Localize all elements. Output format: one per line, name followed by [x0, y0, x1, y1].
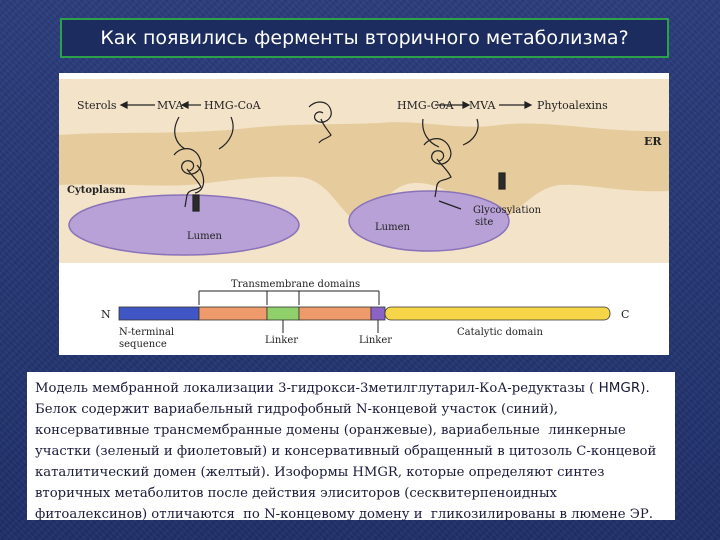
slide-title-text: Как появились ферменты вторичного метабо… [100, 27, 628, 49]
label-glycosylation-2: site [475, 217, 493, 228]
label-transmembrane-domains: Transmembrane domains [231, 279, 360, 290]
label-n-terminal-1: N-terminal [119, 327, 174, 338]
transmembrane-segment-2 [299, 307, 371, 320]
label-catalytic-domain: Catalytic domain [457, 327, 544, 338]
domain-bar [119, 307, 610, 320]
slide-title: Как появились ферменты вторичного метабо… [60, 18, 669, 58]
label-n-terminal-2: sequence [119, 339, 167, 350]
label-lumen-left: Lumen [187, 231, 222, 242]
label-phytoalexins: Phytoalexins [537, 99, 608, 112]
label-lumen-right: Lumen [375, 222, 410, 233]
label-mva-right: MVA [469, 99, 496, 112]
caption-hmgr: HMGR). [594, 380, 650, 396]
figure-svg: Sterols MVA HMG-CoA HMG-CoA MVA Phytoale… [59, 73, 669, 355]
caption-part-1: Модель мембранной локализации 3-гидрокси… [35, 381, 594, 396]
hmgr-membrane-figure: Sterols MVA HMG-CoA HMG-CoA MVA Phytoale… [59, 73, 669, 355]
label-hmgcoa-left: HMG-CoA [204, 99, 262, 112]
label-linker-1: Linker [265, 335, 298, 346]
n-terminal-segment [119, 307, 199, 320]
label-linker-2: Linker [359, 335, 392, 346]
figure-caption: Модель мембранной локализации 3-гидрокси… [27, 372, 675, 520]
label-sterols: Sterols [77, 99, 117, 112]
label-cytoplasm: Cytoplasm [67, 185, 126, 196]
label-mva-left: MVA [157, 99, 184, 112]
transmembrane-segment-1 [199, 307, 267, 320]
linker-segment-green [267, 307, 299, 320]
label-glycosylation-1: Glycosylation [473, 205, 542, 216]
label-n-terminus: N [101, 308, 111, 321]
catalytic-segment [385, 307, 610, 320]
label-er: ER [644, 135, 662, 148]
label-hmgcoa-right: HMG-CoA [397, 99, 455, 112]
linker-segment-violet [371, 307, 385, 320]
label-c-terminus: C [621, 308, 629, 321]
lumen-left [69, 195, 299, 255]
caption-part-3: Белок содержит вариабельный гидрофобный … [35, 402, 660, 522]
